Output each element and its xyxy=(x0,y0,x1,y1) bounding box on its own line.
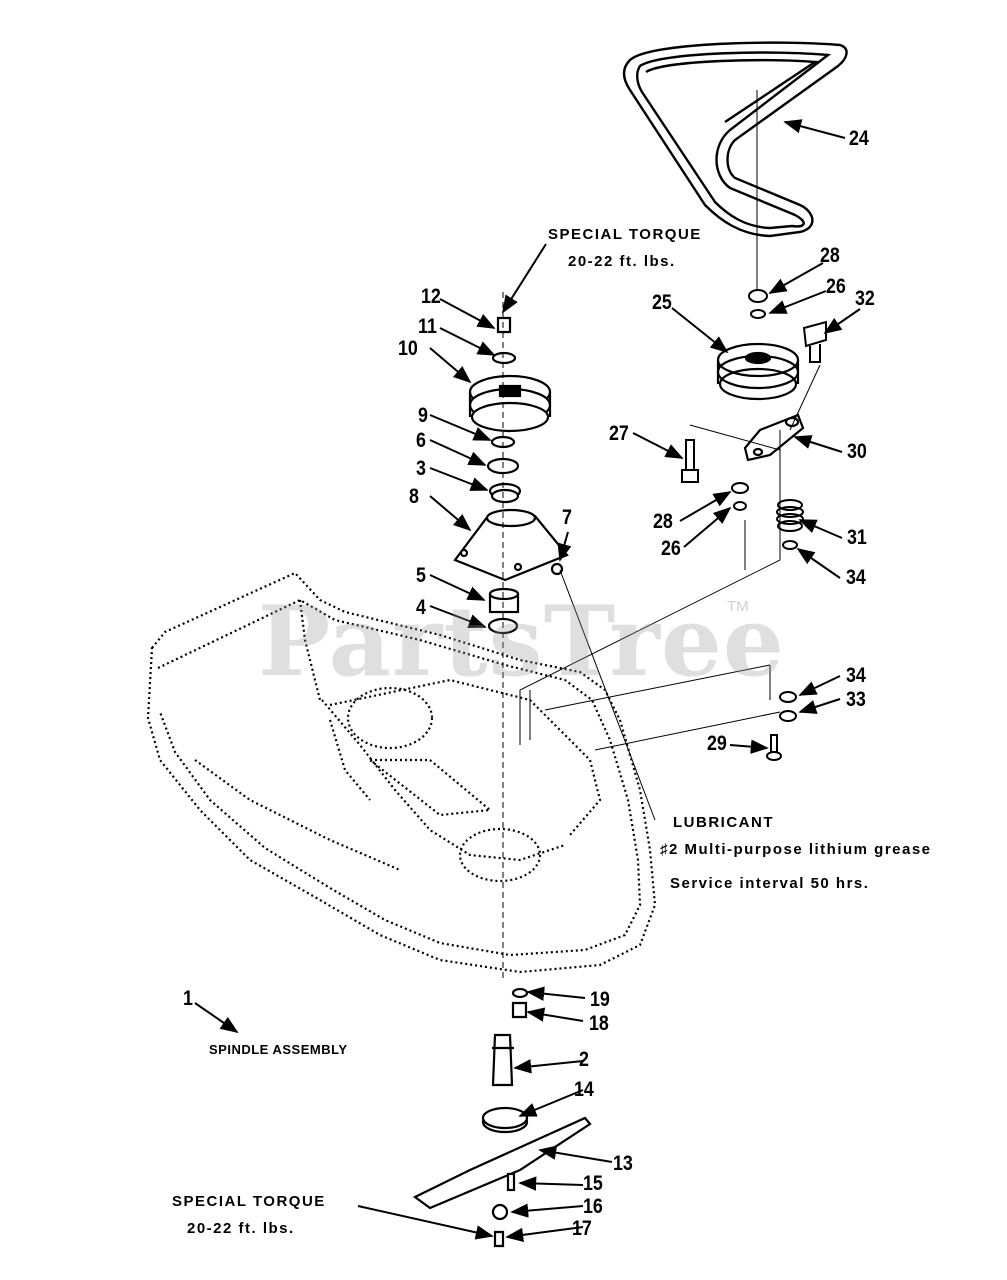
bolt-27 xyxy=(681,439,699,483)
callout-29: 29 xyxy=(707,732,727,755)
shoulder-bolt-32 xyxy=(802,320,827,363)
callout-1: 1 xyxy=(183,987,193,1010)
spindle-assembly-label: SPINDLE ASSEMBLY xyxy=(209,1042,348,1057)
callout-26-top: 26 xyxy=(826,275,846,298)
callout-13: 13 xyxy=(613,1152,633,1175)
callout-10: 10 xyxy=(398,337,418,360)
callout-6: 6 xyxy=(416,429,426,452)
callout-3: 3 xyxy=(416,457,426,480)
callout-9: 9 xyxy=(418,404,428,427)
callout-8: 8 xyxy=(409,485,419,508)
callout-27: 27 xyxy=(609,422,629,445)
idler-pulley-25 xyxy=(716,342,800,401)
lubricant-interval: Service interval 50 hrs. xyxy=(670,875,870,892)
callout-7: 7 xyxy=(562,506,572,529)
callout-11: 11 xyxy=(418,315,437,338)
leader-arrows xyxy=(194,119,861,1243)
torque-note-bottom-line1: SPECIAL TORQUE xyxy=(172,1193,326,1210)
lubricant-title: LUBRICANT xyxy=(673,814,774,831)
callout-31: 31 xyxy=(847,526,867,549)
callout-28-top: 28 xyxy=(820,244,840,267)
watermark-trademark: TM xyxy=(727,598,749,615)
callout-19: 19 xyxy=(590,988,610,1011)
callout-34-top: 34 xyxy=(846,566,866,589)
spindle-stack xyxy=(412,292,592,1248)
callout-24: 24 xyxy=(849,127,869,150)
lubricant-grease: ♯2 Multi-purpose lithium grease xyxy=(660,841,932,858)
nut-28-lower xyxy=(731,482,798,722)
callout-15: 15 xyxy=(583,1172,603,1195)
nut-28-top xyxy=(748,289,768,319)
mower-deck-outline xyxy=(146,571,657,974)
callout-12: 12 xyxy=(421,285,441,308)
callout-28-lower: 28 xyxy=(653,510,673,533)
callout-2: 2 xyxy=(579,1048,589,1071)
callout-26-lower: 26 xyxy=(661,537,681,560)
callout-17: 17 xyxy=(572,1217,592,1240)
idler-arm-30 xyxy=(743,413,805,462)
watermark-text: PartsTree xyxy=(258,585,785,698)
callout-5: 5 xyxy=(416,564,426,587)
callout-30: 30 xyxy=(847,440,867,463)
callout-16: 16 xyxy=(583,1195,603,1218)
guide-lines xyxy=(519,90,821,821)
belt-24 xyxy=(622,41,848,238)
callout-33: 33 xyxy=(846,688,866,711)
callout-34-lower: 34 xyxy=(846,664,866,687)
callout-32: 32 xyxy=(855,287,875,310)
spring-31 xyxy=(776,499,804,532)
callout-4: 4 xyxy=(416,596,426,619)
torque-note-bottom-line2: 20-22 ft. lbs. xyxy=(187,1220,295,1237)
torque-note-top-line1: SPECIAL TORQUE xyxy=(548,226,702,243)
callout-18: 18 xyxy=(589,1012,609,1035)
torque-note-top-line2: 20-22 ft. lbs. xyxy=(568,253,676,270)
callout-14: 14 xyxy=(574,1078,594,1101)
bolt-29 xyxy=(766,734,782,761)
callout-25: 25 xyxy=(652,291,672,314)
